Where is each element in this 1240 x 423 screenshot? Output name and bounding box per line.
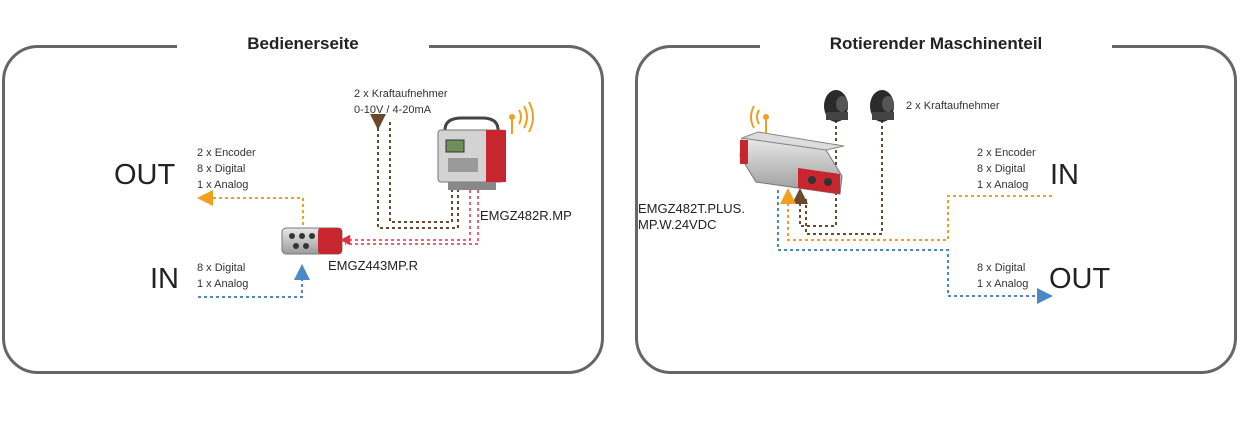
- device-label-rotating: EMGZ482T.PLUS. MP.W.24VDC: [638, 201, 745, 233]
- out-line-left: [197, 190, 304, 225]
- load-cell-icon: [824, 90, 848, 122]
- sensor-desc-signal: 0-10V / 4-20mA: [354, 104, 432, 116]
- out-desc-analog: 1 x Analog: [197, 179, 249, 191]
- device-label-main: EMGZ482R.MP: [480, 208, 572, 223]
- sensor-desc-left: 2 x Kraftaufnehmer 0-10V / 4-20mA: [354, 86, 448, 118]
- operator-side-panel: Bedienerseite: [2, 34, 604, 374]
- wireless-signal-icon: [509, 101, 534, 134]
- in-desc-analog: 1 x Analog: [197, 278, 249, 290]
- in-desc-left: 8 x Digital 1 x Analog: [197, 260, 248, 292]
- out-desc-digital: 8 x Digital: [977, 262, 1026, 274]
- sensor-line-right: [792, 120, 883, 235]
- out-desc-left: 2 x Encoder 8 x Digital 1 x Analog: [197, 145, 256, 193]
- sensor-desc-count: 2 x Kraftaufnehmer: [354, 88, 448, 100]
- out-line-right: [777, 190, 1053, 304]
- rotating-part-panel: Rotierender Maschinenteil: [635, 34, 1237, 374]
- out-label-right: OUT: [1049, 263, 1111, 295]
- device-main-unit: [437, 116, 506, 190]
- panel-title-operator-side: Bedienerseite: [177, 34, 429, 53]
- device-rotating-unit: [739, 131, 845, 195]
- panel-title-rotating-part: Rotierender Maschinenteil: [759, 34, 1113, 53]
- in-desc-digital: 8 x Digital: [197, 262, 246, 274]
- in-desc-digital: 8 x Digital: [977, 163, 1026, 175]
- in-line-left: [198, 264, 310, 298]
- load-cell-icon: [870, 90, 894, 122]
- out-label-left: OUT: [114, 159, 176, 191]
- in-label-right: IN: [1050, 159, 1079, 191]
- sensor-line-left: [370, 114, 459, 229]
- link-line-devices: [339, 190, 479, 246]
- out-desc-right: 8 x Digital 1 x Analog: [977, 260, 1028, 292]
- in-desc-right: 2 x Encoder 8 x Digital 1 x Analog: [977, 145, 1036, 193]
- out-desc-digital: 8 x Digital: [197, 163, 246, 175]
- sensor-desc-right: 2 x Kraftaufnehmer: [906, 100, 1000, 112]
- device-label-rotating-line2: MP.W.24VDC: [638, 217, 717, 232]
- in-desc-encoder: 2 x Encoder: [977, 147, 1036, 159]
- in-label-left: IN: [150, 263, 179, 295]
- out-desc-analog: 1 x Analog: [977, 278, 1029, 290]
- wireless-signal-icon: [750, 105, 769, 134]
- device-label-rotating-line1: EMGZ482T.PLUS.: [638, 201, 745, 216]
- device-label-io: EMGZ443MP.R: [328, 258, 419, 273]
- device-io-module: [281, 227, 343, 255]
- in-desc-analog: 1 x Analog: [977, 179, 1029, 191]
- out-desc-encoder: 2 x Encoder: [197, 147, 256, 159]
